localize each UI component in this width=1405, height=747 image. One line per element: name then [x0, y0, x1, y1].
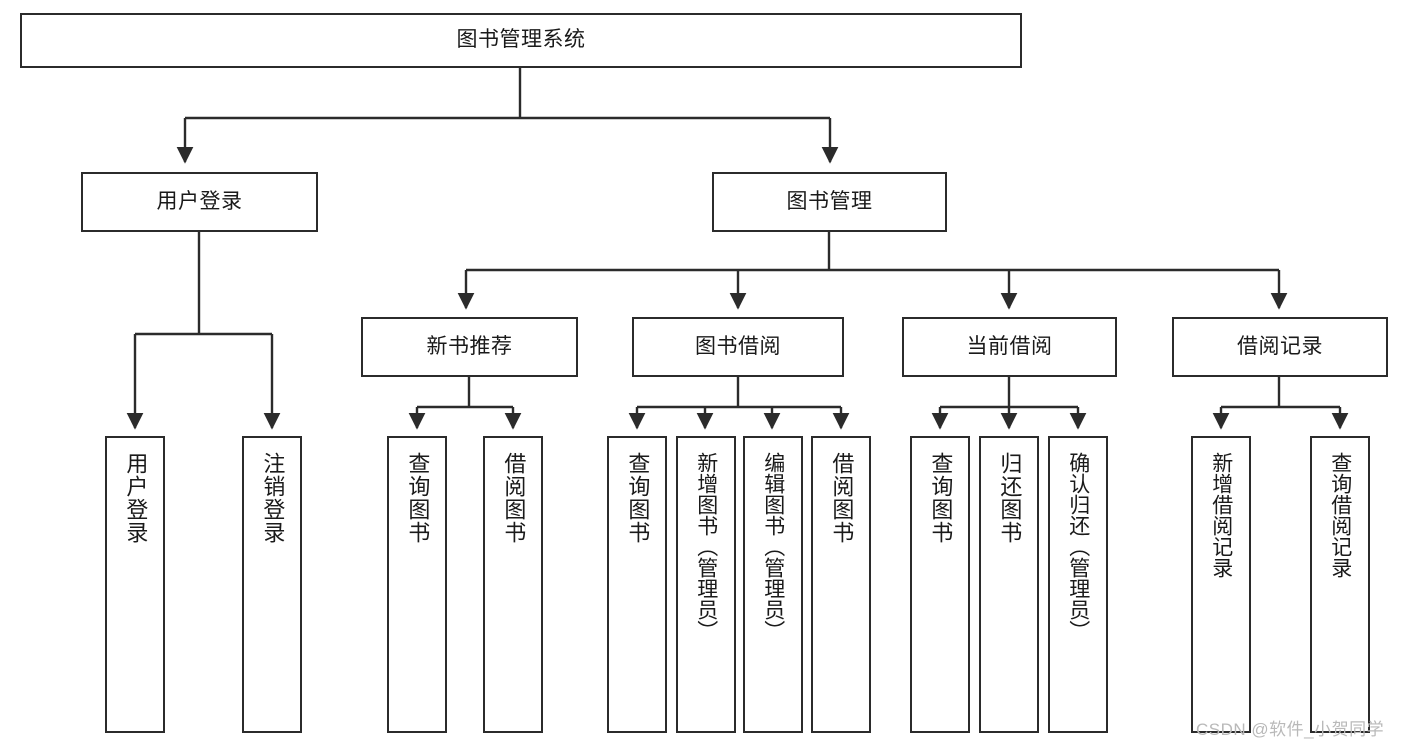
node-label: 借阅图书: [501, 452, 527, 544]
leaf-user-login-login[interactable]: 用户登录: [105, 436, 165, 733]
node-label: 确认归还（管理员）: [1066, 452, 1090, 641]
node-label: 新书推荐: [426, 334, 513, 358]
node-label: 借阅图书: [829, 452, 855, 544]
node-label: 用户登录: [123, 452, 149, 544]
leaf-recommend-query-book[interactable]: 查询图书: [387, 436, 447, 733]
leaf-current-confirm-return-admin[interactable]: 确认归还（管理员）: [1048, 436, 1108, 733]
node-label: 归还图书: [997, 452, 1023, 544]
node-book-management[interactable]: 图书管理: [712, 172, 947, 232]
watermark-text: CSDN @软件_小贺同学: [1196, 720, 1385, 739]
node-label: 图书管理系统: [456, 28, 586, 52]
node-book-borrow[interactable]: 图书借阅: [632, 317, 844, 377]
leaf-current-return-book[interactable]: 归还图书: [979, 436, 1039, 733]
node-label: 查询图书: [928, 452, 954, 544]
node-borrow-records[interactable]: 借阅记录: [1172, 317, 1388, 377]
leaf-borrow-add-book-admin[interactable]: 新增图书（管理员）: [676, 436, 736, 733]
leaf-borrow-edit-book-admin[interactable]: 编辑图书（管理员）: [743, 436, 803, 733]
node-label: 图书借阅: [695, 334, 781, 358]
leaf-current-query-book[interactable]: 查询图书: [910, 436, 970, 733]
node-new-book-recommend[interactable]: 新书推荐: [361, 317, 578, 377]
leaf-borrow-borrow-book[interactable]: 借阅图书: [811, 436, 871, 733]
node-label: 编辑图书（管理员）: [761, 452, 785, 641]
node-label: 新增借阅记录: [1209, 452, 1233, 578]
node-label: 查询图书: [405, 452, 431, 544]
node-label: 借阅记录: [1237, 334, 1323, 358]
node-label: 注销登录: [260, 452, 286, 544]
node-label: 用户登录: [156, 189, 243, 213]
node-label: 查询借阅记录: [1328, 452, 1352, 578]
leaf-user-login-logout[interactable]: 注销登录: [242, 436, 302, 733]
node-user-login[interactable]: 用户登录: [81, 172, 318, 232]
node-root-system[interactable]: 图书管理系统: [20, 13, 1022, 68]
node-label: 当前借阅: [966, 334, 1053, 358]
node-label: 查询图书: [625, 452, 651, 544]
node-current-borrow[interactable]: 当前借阅: [902, 317, 1117, 377]
leaf-borrow-query-book[interactable]: 查询图书: [607, 436, 667, 733]
leaf-records-query-record[interactable]: 查询借阅记录: [1310, 436, 1370, 733]
leaf-records-add-record[interactable]: 新增借阅记录: [1191, 436, 1251, 733]
node-label: 图书管理: [786, 189, 873, 213]
node-label: 新增图书（管理员）: [694, 452, 718, 641]
leaf-recommend-borrow-book[interactable]: 借阅图书: [483, 436, 543, 733]
